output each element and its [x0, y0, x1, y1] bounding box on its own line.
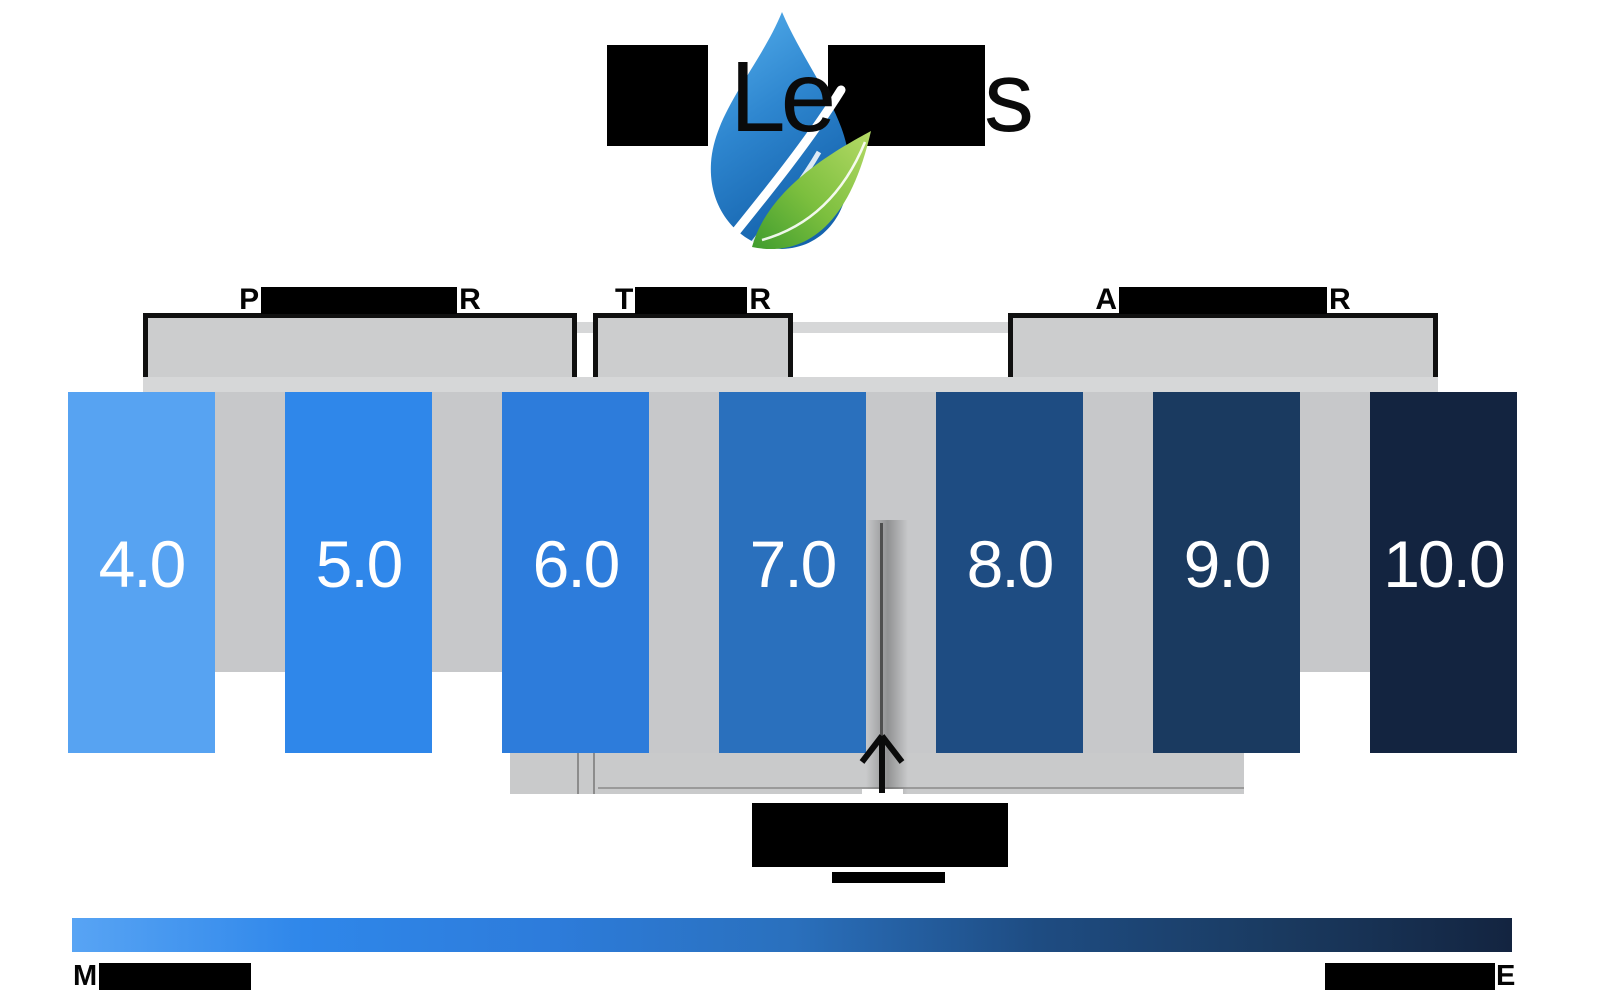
- bracket-leg: [143, 313, 148, 377]
- legend-left-label: M: [73, 960, 252, 993]
- ph-bar-6: 6.0: [502, 392, 649, 753]
- page-title-fragment: s: [984, 41, 1034, 153]
- bracket-shadow-band: [143, 377, 1438, 392]
- bar-value: 9.0: [1183, 526, 1272, 601]
- ph-bar-8: 8.0: [936, 392, 1083, 753]
- gap-column: [432, 392, 502, 672]
- page-title-fragment: Le: [730, 41, 836, 153]
- pointer-caption-redaction-block: [752, 803, 1008, 867]
- bracket-leg-stub: [593, 753, 595, 794]
- bracket-leg-stub: [577, 753, 579, 794]
- brand-logo: [710, 12, 871, 254]
- group-label-last-letter: R: [749, 283, 771, 316]
- label-redaction-block: [99, 963, 252, 990]
- bracket-leg: [788, 313, 793, 377]
- bracket-fill: [593, 318, 793, 377]
- title-redaction-block: [828, 45, 985, 146]
- group-label-first-letter: P: [239, 283, 260, 316]
- ph-bar-9: 9.0: [1153, 392, 1300, 753]
- ph-bar-5: 5.0: [285, 392, 432, 753]
- gap-column: [215, 392, 285, 672]
- gap-column: [866, 392, 936, 794]
- bar-value: 8.0: [966, 526, 1055, 601]
- legend-left-first-letter: M: [73, 960, 98, 992]
- bar-value: 4.0: [98, 526, 187, 601]
- bracket-leg: [593, 313, 598, 377]
- bar-value: 10.0: [1383, 526, 1505, 601]
- bracket-top-bar: [593, 313, 793, 318]
- gap-column: [1300, 392, 1370, 672]
- up-arrow-icon: [859, 734, 905, 793]
- bottom-band-line: [598, 787, 1244, 789]
- label-redaction-block: [1325, 963, 1495, 990]
- group-label-3: A R: [1008, 283, 1438, 317]
- group-label-2: T R: [593, 283, 793, 317]
- label-redaction-block: [1119, 286, 1327, 314]
- title-redaction-block: [607, 45, 708, 146]
- bar-value: 5.0: [315, 526, 404, 601]
- ph-bar-10: 10.0: [1370, 392, 1517, 753]
- ph-bar-4: 4.0: [68, 392, 215, 753]
- legend-right-last-letter: E: [1496, 960, 1516, 992]
- bracket-leg: [1008, 313, 1013, 377]
- bracket-fill: [1008, 318, 1438, 377]
- bar-value: 6.0: [532, 526, 621, 601]
- ph-gradient-scale: [72, 918, 1512, 952]
- pointer-subcaption-redaction-block: [832, 872, 945, 883]
- group-label-last-letter: R: [459, 283, 481, 316]
- group-label-1: P R: [143, 283, 577, 317]
- bracket-top-bar: [1008, 313, 1438, 318]
- group-label-last-letter: R: [1329, 283, 1351, 316]
- gap-column: [649, 392, 719, 794]
- label-redaction-block: [635, 286, 748, 314]
- group-label-first-letter: T: [615, 283, 634, 316]
- gap-column: [1083, 392, 1153, 794]
- legend-right-label: E: [1325, 960, 1515, 993]
- pointer-line: [880, 523, 883, 738]
- label-redaction-block: [261, 286, 458, 314]
- group-label-first-letter: A: [1095, 283, 1117, 316]
- leaf-icon: [752, 131, 871, 250]
- ph-bar-7: 7.0: [719, 392, 866, 753]
- bracket-leg: [1433, 313, 1438, 377]
- bar-value: 7.0: [749, 526, 838, 601]
- bracket-top-bar: [143, 313, 577, 318]
- bracket-leg: [572, 313, 577, 377]
- bracket-fill: [143, 318, 577, 377]
